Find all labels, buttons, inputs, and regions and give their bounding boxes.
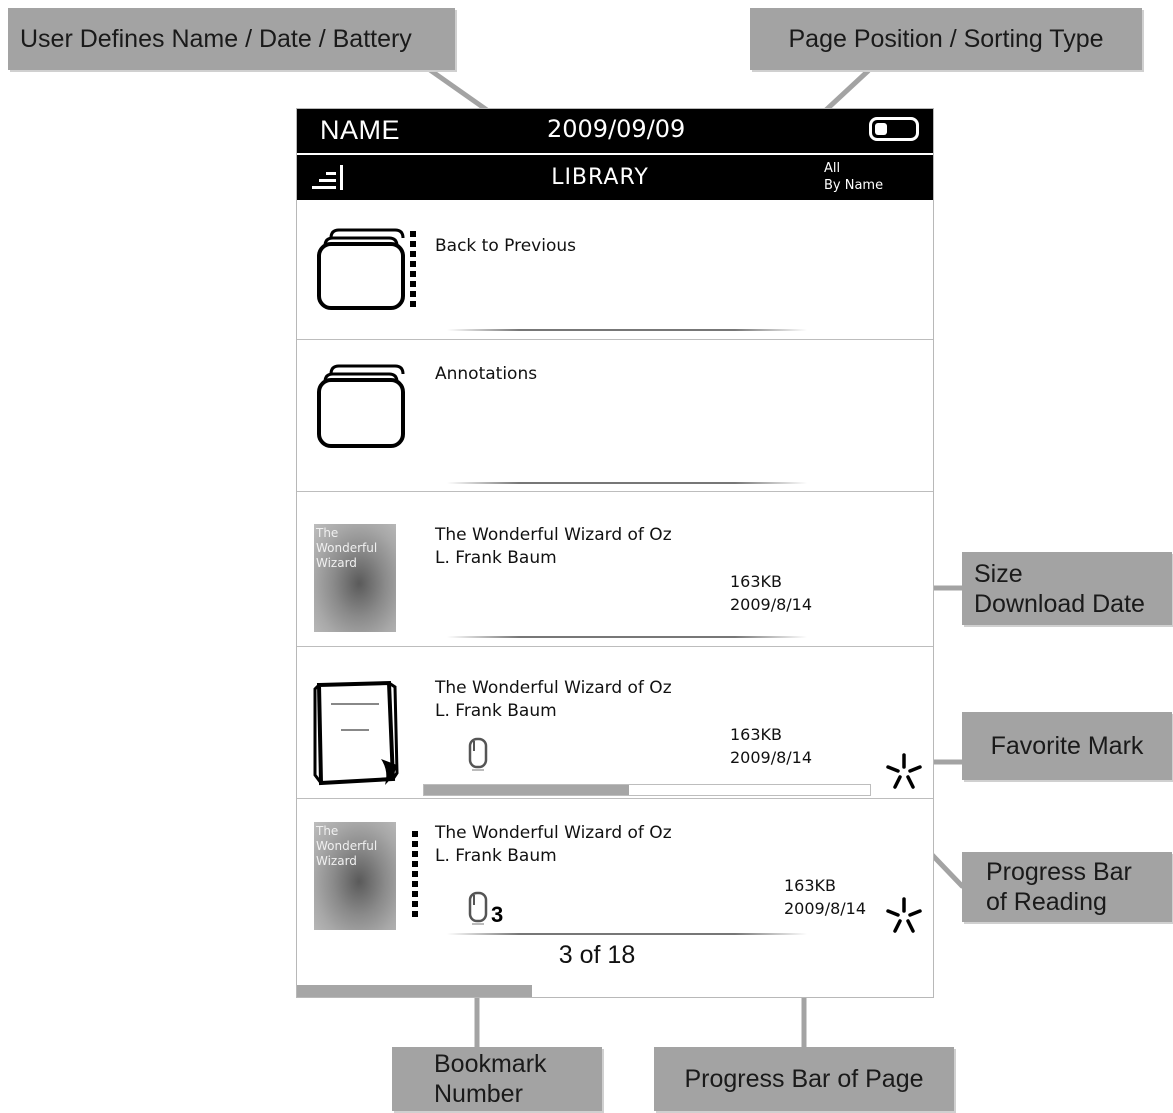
book-title: The Wonderful Wizard of Oz (435, 823, 672, 843)
callout-text: Favorite Mark (990, 732, 1144, 760)
callout-user-defines: User Defines Name / Date / Battery (8, 8, 455, 70)
menu-icon[interactable] (309, 165, 349, 195)
book-author: L. Frank Baum (435, 548, 557, 568)
book-cover: The Wonderful Wizard (314, 524, 396, 632)
page-progress-fill (297, 985, 533, 997)
page-title: LIBRARY (551, 165, 649, 190)
book-title: The Wonderful Wizard of Oz (435, 678, 672, 698)
book-title: The Wonderful Wizard of Oz (435, 525, 672, 545)
cover-title: The Wonderful Wizard (316, 526, 378, 570)
callout-progress-reading: Progress Bar of Reading (962, 852, 1172, 922)
list-item-annotations[interactable]: Annotations (297, 340, 933, 492)
callout-text: User Defines Name / Date / Battery (20, 25, 412, 53)
list-item-back[interactable]: Back to Previous (297, 200, 933, 340)
list-item-label: Annotations (435, 364, 538, 384)
ereader-screen: NAME 2009/09/09 LIBRARY All By Name Back… (296, 108, 934, 998)
filter-label: All (824, 161, 841, 176)
book-meta: 163KB 2009/8/14 (730, 570, 812, 616)
callout-favorite: Favorite Mark (962, 712, 1172, 780)
star-icon[interactable] (885, 897, 923, 935)
book-author: L. Frank Baum (435, 701, 557, 721)
reading-progress-fill (424, 785, 630, 795)
callout-text: Page Position / Sorting Type (788, 25, 1104, 53)
page-position: 3 of 18 (558, 941, 636, 969)
book-author: L. Frank Baum (435, 846, 557, 866)
callout-size-date: Size Download Date (962, 552, 1172, 625)
callout-page-position: Page Position / Sorting Type (750, 8, 1142, 70)
reading-progress-bar (423, 784, 871, 796)
row-divider (447, 933, 807, 935)
list-item-book[interactable]: The Wonderful Wizard of Oz L. Frank Baum… (297, 647, 933, 799)
cover-title: The Wonderful Wizard (316, 824, 378, 868)
callout-text: Download Date (974, 589, 1145, 618)
book-info: The Wonderful Wizard of Oz L. Frank Baum (435, 524, 672, 570)
battery-level (875, 123, 887, 135)
scroll-dots (412, 831, 418, 921)
row-divider (447, 329, 807, 331)
book-meta: 163KB 2009/8/14 (784, 874, 866, 920)
bookmark-number: 3 (491, 902, 504, 927)
folder-icon (317, 364, 405, 448)
battery-icon (869, 117, 919, 141)
callout-text: Progress Bar of Page (684, 1065, 924, 1093)
book-date: 2009/8/14 (730, 595, 813, 614)
book-cover (313, 680, 399, 786)
book-cover: The Wonderful Wizard (314, 822, 396, 930)
list-item-label: Back to Previous (435, 236, 576, 256)
callout-text: Number (434, 1080, 523, 1108)
star-icon[interactable] (885, 753, 923, 791)
row-divider (447, 636, 807, 638)
list-item-book[interactable]: The Wonderful Wizard The Wonderful Wizar… (297, 799, 933, 987)
book-date: 2009/8/14 (784, 899, 867, 918)
status-bar: NAME 2009/09/09 (297, 109, 933, 153)
callout-progress-page: Progress Bar of Page (654, 1047, 954, 1111)
callout-text: Size (974, 559, 1023, 588)
callout-bookmark-number: Bookmark Number (392, 1047, 602, 1111)
book-date: 2009/8/14 (730, 748, 813, 767)
callout-text: of Reading (986, 888, 1107, 916)
book-info: The Wonderful Wizard of Oz L. Frank Baum (435, 822, 672, 868)
book-size: 163KB (730, 572, 783, 591)
list-item-book[interactable]: The Wonderful Wizard The Wonderful Wizar… (297, 492, 933, 647)
bookmark-icon[interactable] (467, 891, 489, 927)
sort-indicator[interactable]: All By Name (824, 160, 883, 194)
book-size: 163KB (784, 876, 837, 895)
book-size: 163KB (730, 725, 783, 744)
folder-icon (317, 228, 405, 310)
scroll-dots (410, 231, 416, 311)
bookmark-icon[interactable] (467, 737, 489, 773)
book-info: The Wonderful Wizard of Oz L. Frank Baum (435, 677, 672, 723)
status-date: 2009/09/09 (547, 115, 686, 143)
user-name[interactable]: NAME (320, 115, 401, 145)
book-meta: 163KB 2009/8/14 (730, 723, 812, 769)
title-bar: LIBRARY All By Name (297, 155, 933, 200)
sort-label: By Name (824, 178, 884, 193)
callout-text: Bookmark (434, 1050, 547, 1078)
row-divider (447, 482, 807, 484)
page-progress-bar (297, 985, 933, 997)
callout-text: Progress Bar (986, 858, 1132, 886)
